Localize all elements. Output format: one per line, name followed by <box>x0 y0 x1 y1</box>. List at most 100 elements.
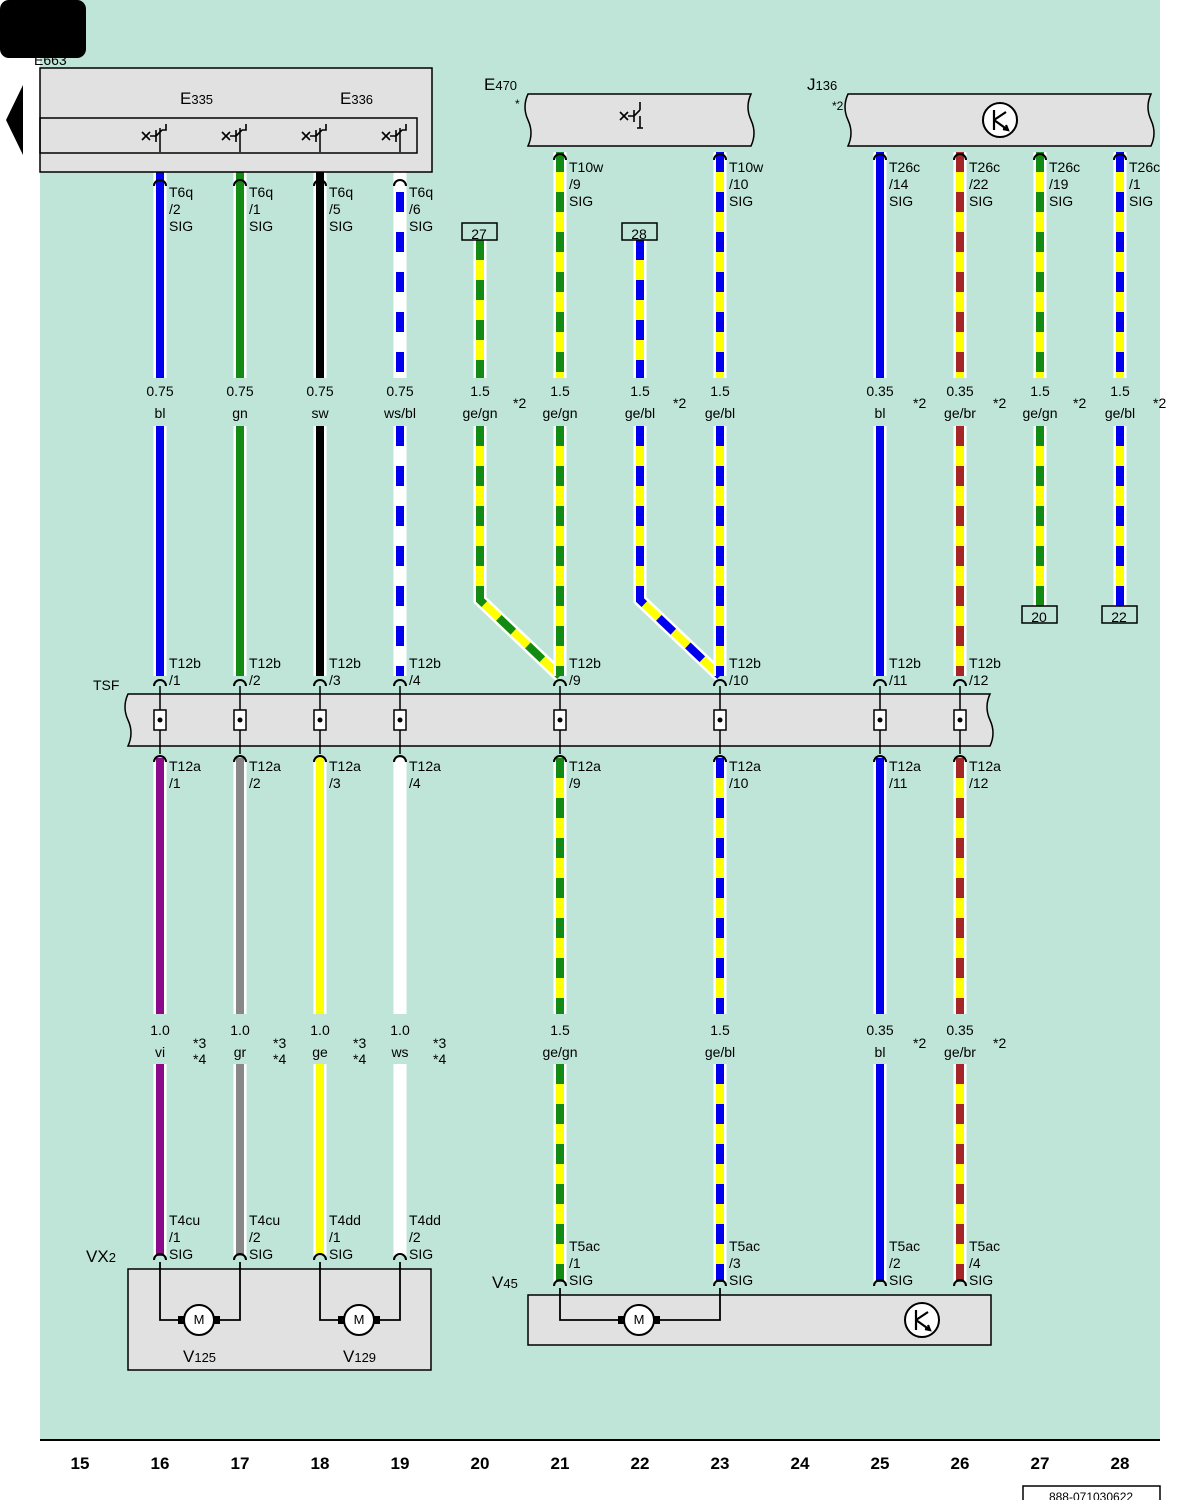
tsf-terminal-dot <box>157 717 163 723</box>
svg-text:V45: V45 <box>492 1273 518 1292</box>
v45-label: V45 <box>492 1273 518 1292</box>
wire-top-lower-20-stripe <box>476 426 563 679</box>
tsf-terminal-dot <box>957 717 963 723</box>
v125-motor-icon-brush-right <box>214 1316 220 1324</box>
vx2-label: VX2 <box>86 1247 116 1266</box>
push-switch-icon <box>221 124 247 142</box>
pin-label-19: T6q <box>409 184 433 200</box>
connector-cup-top <box>873 153 887 161</box>
e663-inner-frame <box>39 117 418 154</box>
e663-box <box>39 67 433 173</box>
wire-color-bottom-25: bl <box>875 1044 886 1060</box>
pin-label-bottom-16: T4cu <box>169 1212 200 1228</box>
pin-label-bottom-25: T5ac <box>889 1238 920 1254</box>
v45-sensor-icon-glyph <box>914 1310 932 1332</box>
pin-label-21: SIG <box>569 193 593 209</box>
column-number: 28 <box>1111 1454 1130 1473</box>
pin-label-bottom-18: T4dd <box>329 1212 361 1228</box>
j136-label: J136 *2 <box>807 75 844 113</box>
tsf-connector-cup-bottom <box>153 755 167 763</box>
connector-cup-v45 <box>553 1279 567 1287</box>
tsf-connector-cup-top <box>953 679 967 687</box>
document-id: 888-071030622 <box>1022 1485 1161 1505</box>
tsf-connector-cup-top <box>873 679 887 687</box>
tsf-top-pin-label: T12b <box>169 655 201 671</box>
v45-motor-icon-glyph: M <box>634 1312 645 1327</box>
wire-color-bottom-21: ge/gn <box>542 1044 577 1060</box>
wire-size-26: 0.35 <box>946 383 973 399</box>
push-switch-icon <box>381 124 407 142</box>
tsf-top-pin-label: /12 <box>969 672 989 688</box>
svg-text:28: 28 <box>631 226 647 242</box>
ref-box-27[interactable]: 27 <box>461 222 498 242</box>
wire-size-bottom-21: 1.5 <box>550 1022 570 1038</box>
wire-size-bottom-18: 1.0 <box>310 1022 330 1038</box>
connector-cup-v45 <box>713 1279 727 1287</box>
tsf-top-pin-label: T12b <box>249 655 281 671</box>
tsf-terminal-dot <box>237 717 243 723</box>
wire-top-lower-22-stripe <box>636 426 723 679</box>
tsf-bottom-pin-label: /12 <box>969 775 989 791</box>
column-number: 15 <box>71 1454 90 1473</box>
ref-box-28[interactable]: 28 <box>621 222 658 242</box>
pin-label-18: SIG <box>329 218 353 234</box>
tsf-top-pin-label: /10 <box>729 672 749 688</box>
wire-size-19: 0.75 <box>386 383 413 399</box>
wire-size-28: 1.5 <box>1110 383 1130 399</box>
pin-label-bottom-23: /3 <box>729 1255 741 1271</box>
v125-motor-icon: M <box>178 1304 220 1336</box>
wire-color-bottom-26: ge/br <box>944 1044 976 1060</box>
pin-label-26: /22 <box>969 176 989 192</box>
e470-switch-glyph <box>619 102 643 129</box>
push-switch-glyph <box>141 124 167 142</box>
wire-color-26: ge/br <box>944 405 976 421</box>
wire-color-28: ge/bl <box>1105 405 1135 421</box>
pin-label-17: /1 <box>249 201 261 217</box>
pin-label-27: /19 <box>1049 176 1069 192</box>
e470-footnote-mark: * <box>515 97 520 111</box>
pin-label-bottom-26: T5ac <box>969 1238 1000 1254</box>
pin-label-27: T26c <box>1049 159 1080 175</box>
connector-cup-top <box>313 179 327 187</box>
pin-label-18: /5 <box>329 201 341 217</box>
wire-color-bottom-19: ws <box>390 1044 408 1060</box>
connector-cup-vx2 <box>233 1253 247 1261</box>
svg-text:VX2: VX2 <box>86 1247 116 1266</box>
connector-cup-top <box>553 153 567 161</box>
tsf-bottom-pin-label: T12a <box>409 758 441 774</box>
tsf-top-pin-label: /2 <box>249 672 261 688</box>
wire-top-lower-20 <box>473 426 565 681</box>
ref-box-20[interactable]: 20 <box>1021 605 1058 625</box>
wire-footnote-bottom-26: *2 <box>993 1035 1006 1051</box>
wire-footnote-bottom-17: *4 <box>273 1051 286 1067</box>
pin-label-18: T6q <box>329 184 353 200</box>
wire-size-17: 0.75 <box>226 383 253 399</box>
tsf-bottom-pin-label: /3 <box>329 775 341 791</box>
v125-motor-icon-glyph: M <box>194 1312 205 1327</box>
wire-size-23: 1.5 <box>710 383 730 399</box>
pin-label-bottom-25: /2 <box>889 1255 901 1271</box>
connector-cup-v45 <box>953 1279 967 1287</box>
pin-label-bottom-19: /2 <box>409 1229 421 1245</box>
tsf-top-pin-label: /4 <box>409 672 421 688</box>
v45-sensor-icon <box>904 1302 940 1338</box>
column-number: 24 <box>791 1454 810 1473</box>
prev-page-arrow-icon[interactable] <box>6 85 23 155</box>
tsf-bottom-pin-label: /2 <box>249 775 261 791</box>
pin-label-25: T26c <box>889 159 920 175</box>
column-number: 18 <box>311 1454 330 1473</box>
tsf-connector-cup-top <box>313 679 327 687</box>
connector-cup-top <box>153 179 167 187</box>
wire-color-bottom-23: ge/bl <box>705 1044 735 1060</box>
wire-footnote-22: *2 <box>673 395 686 411</box>
v129-motor-icon-brush-left <box>338 1316 344 1324</box>
pin-label-bottom-17: /2 <box>249 1229 261 1245</box>
pin-label-bottom-21: /1 <box>569 1255 581 1271</box>
push-switch-icon <box>301 124 327 142</box>
push-switch-glyph <box>381 124 407 142</box>
ref-box-22[interactable]: 22 <box>1101 605 1138 625</box>
pin-label-17: SIG <box>249 218 273 234</box>
wire-color-22: ge/bl <box>625 405 655 421</box>
tsf-connector-cup-bottom <box>233 755 247 763</box>
